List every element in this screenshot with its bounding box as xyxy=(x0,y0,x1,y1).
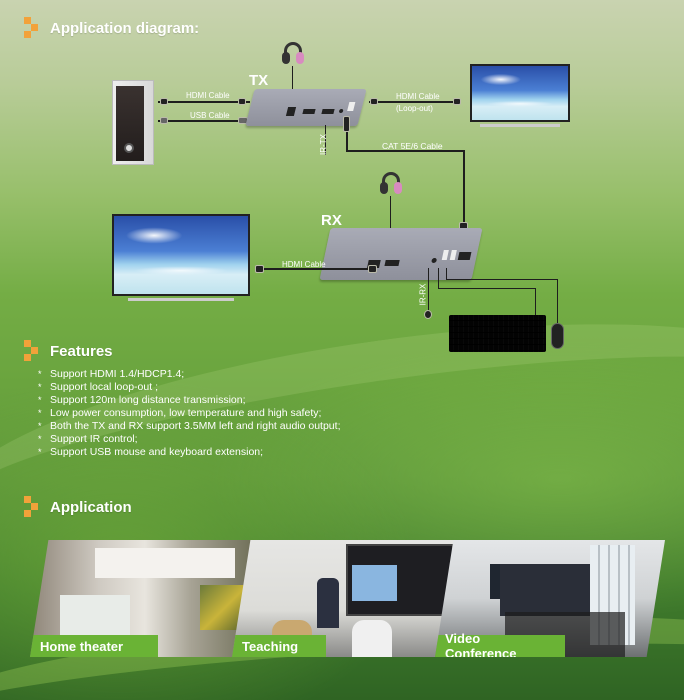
hdmi-plug-icon xyxy=(453,98,461,105)
feature-item: Support HDMI 1.4/HDCP1.4; xyxy=(38,368,340,381)
section-title: Features xyxy=(50,342,113,360)
ir-rx-label: IR-RX xyxy=(418,283,428,306)
hdmi-plug-icon xyxy=(370,98,378,105)
loop-hdmi-cable-line xyxy=(369,101,461,103)
usb-cable-line xyxy=(158,120,250,122)
feature-item: Support USB mouse and keyboard extension… xyxy=(38,446,340,459)
ir-rx-cable xyxy=(428,268,429,312)
cat-cable-line xyxy=(346,132,348,152)
headphones-icon xyxy=(380,172,402,196)
audio-cable-line xyxy=(390,196,391,228)
feature-item: Support 120m long distance transmission; xyxy=(38,394,340,407)
ir-receiver-icon xyxy=(424,310,432,319)
ir-tx-cable xyxy=(325,125,326,155)
tx-hdmi-cable-label: HDMI Cable xyxy=(186,91,230,100)
orange-squares-icon xyxy=(24,496,42,518)
application-label: Home theater xyxy=(30,635,158,657)
ir-tx-label: IR-TX xyxy=(318,134,328,155)
audio-cable-line xyxy=(292,66,293,92)
keyboard-icon xyxy=(449,315,546,352)
pc-tower-icon xyxy=(112,80,154,165)
tv-stand xyxy=(480,124,560,127)
application-label: Teaching xyxy=(232,635,326,657)
display-monitor xyxy=(112,214,250,296)
feature-item: Support local loop-out ; xyxy=(38,381,340,394)
hdmi-plug-icon xyxy=(368,265,377,273)
loop-hdmi-cable-label: HDMI Cable xyxy=(396,92,440,101)
rx-extender-device xyxy=(319,228,483,280)
tx-label: TX xyxy=(249,72,269,89)
usb-cable-line xyxy=(535,288,536,316)
rx-hdmi-cable-label: HDMI Cable xyxy=(282,260,326,269)
tv-stand xyxy=(128,298,234,301)
section-header-diagram: Application diagram: xyxy=(24,17,199,39)
rx-label: RX xyxy=(321,212,342,229)
mouse-icon xyxy=(551,323,564,349)
usb-cable-line xyxy=(557,279,558,324)
orange-squares-icon xyxy=(24,17,42,39)
cat-cable-line xyxy=(463,150,465,225)
rj45-plug-icon xyxy=(343,116,350,132)
feature-item: Both the TX and RX support 3.5MM left an… xyxy=(38,420,340,433)
usb-cable-line xyxy=(446,268,447,279)
tx-usb-cable-label: USB Cable xyxy=(190,111,230,120)
teaching-photo xyxy=(232,540,462,657)
hdmi-plug-icon xyxy=(255,265,264,273)
usb-cable-line xyxy=(438,268,439,288)
application-label: Video Conference xyxy=(435,631,565,657)
rx-hdmi-cable-line xyxy=(256,268,376,270)
feature-item: Support IR control; xyxy=(38,433,340,446)
application-card-teaching: Teaching xyxy=(232,540,462,657)
usb-cable-line xyxy=(438,288,536,289)
loop-out-label: (Loop-out) xyxy=(396,104,433,113)
application-card-home-theater: Home theater xyxy=(30,540,260,657)
usb-cable-line xyxy=(446,279,557,280)
section-header-application: Application xyxy=(24,496,132,518)
headphones-icon xyxy=(282,42,304,66)
section-title: Application xyxy=(50,498,132,516)
cat-cable-line xyxy=(346,150,464,152)
hdmi-cable-line xyxy=(158,101,250,103)
feature-item: Low power consumption, low temperature a… xyxy=(38,407,340,420)
section-title: Application diagram: xyxy=(50,19,200,37)
hdmi-plug-icon xyxy=(160,98,168,105)
features-list: Support HDMI 1.4/HDCP1.4; Support local … xyxy=(38,368,340,459)
usb-plug-icon xyxy=(160,117,168,124)
section-header-features: Features xyxy=(24,340,113,362)
loop-out-monitor xyxy=(470,64,570,122)
hdmi-plug-icon xyxy=(238,98,246,105)
orange-squares-icon xyxy=(24,340,42,362)
application-card-video-conference: Video Conference xyxy=(435,540,665,657)
cat-cable-label: CAT 5E/6 Cable xyxy=(382,141,443,151)
